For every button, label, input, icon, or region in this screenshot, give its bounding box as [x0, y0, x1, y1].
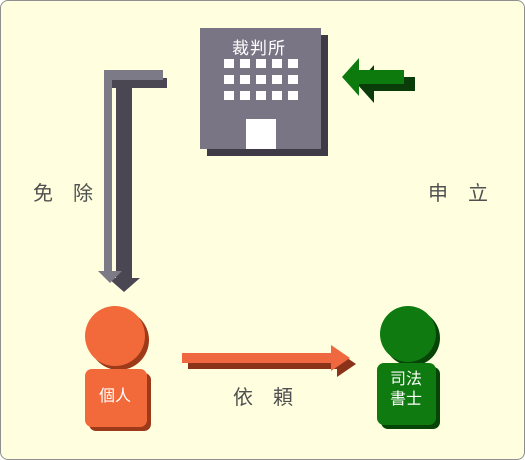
request-arrow — [182, 345, 356, 377]
application-label: 申 立 — [428, 181, 488, 205]
request-label: 依 頼 — [233, 385, 293, 409]
exemption-label: 免 除 — [33, 181, 93, 205]
scrivener-label-line2: 書士 — [389, 389, 422, 408]
individual-person-icon — [85, 306, 151, 431]
exemption-arrow — [98, 70, 167, 292]
application-arrow — [342, 58, 415, 281]
individual-label: 個人 — [98, 386, 131, 405]
court-building-icon — [200, 28, 328, 156]
scrivener-label: 司法 書士 — [376, 369, 436, 409]
scrivener-person-icon — [377, 306, 440, 429]
court-label: 裁判所 — [232, 39, 286, 59]
scrivener-label-line1: 司法 — [389, 369, 422, 388]
